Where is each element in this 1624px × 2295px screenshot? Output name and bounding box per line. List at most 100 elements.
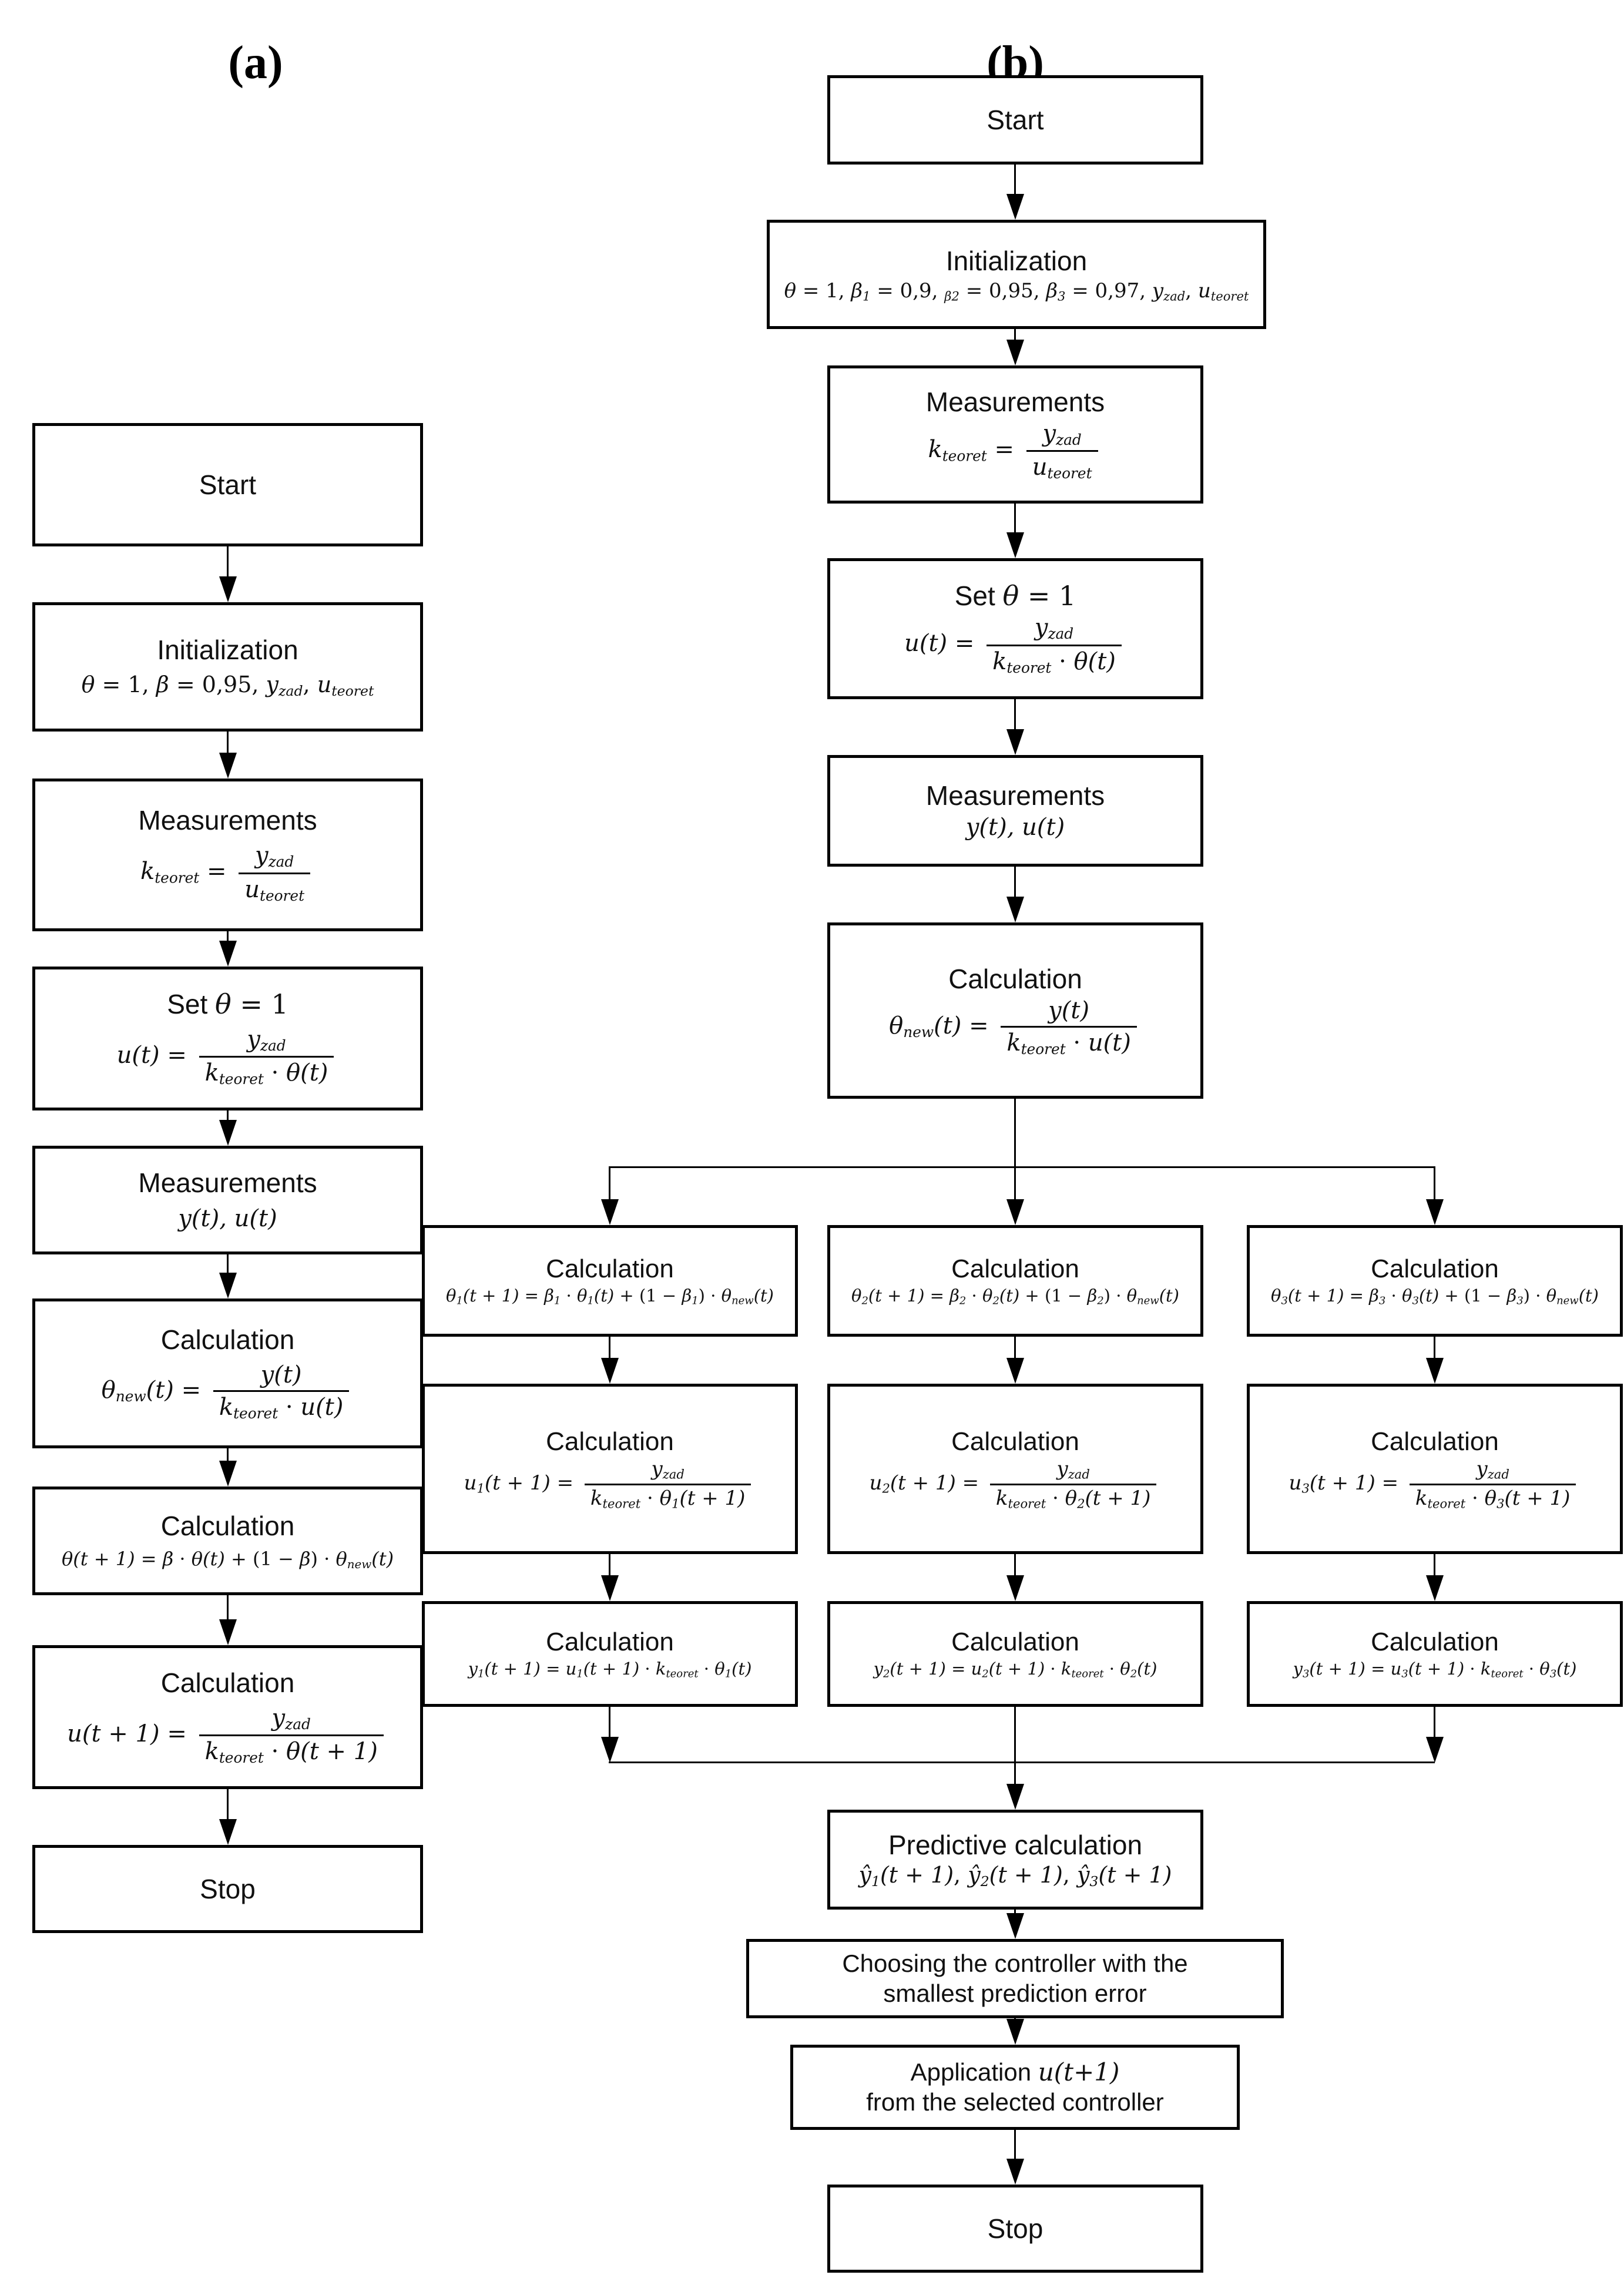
- b-arrow-init-meas1: [1014, 329, 1016, 340]
- b-branch1-calc-y-box: Calculation y1(t + 1) = u1(t + 1) · kteo…: [422, 1601, 798, 1707]
- b-application-line2: from the selected controller: [866, 2088, 1164, 2116]
- b-branch2-arrow-1: [1014, 1337, 1016, 1358]
- b-branch1-calc-theta-title: Calculation: [546, 1254, 674, 1284]
- a-initialization-formula: θ = 1, β = 0,95, yzad, uteoret: [81, 671, 374, 699]
- b-arrow-choosing-application: [1014, 2018, 1016, 2019]
- a-start-text: Start: [199, 469, 257, 500]
- a-measurements2-formula: y(t), u(t): [178, 1204, 277, 1232]
- a-arrow-meas2-calcnew: [227, 1254, 229, 1273]
- b-merge-arrow-left: [609, 1707, 610, 1737]
- b-branch3-calc-y-title: Calculation: [1371, 1628, 1499, 1657]
- a-arrow-meas1-set: [227, 931, 229, 941]
- a-calc-theta-box: Calculation θ(t + 1) = β · θ(t) + (1 − β…: [32, 1487, 423, 1595]
- b-measurements2-title: Measurements: [925, 780, 1105, 811]
- b-measurements1-title: Measurements: [925, 386, 1105, 417]
- b-application-line1: Application u(t+1): [910, 2058, 1120, 2087]
- b-initialization-box: Initialization θ = 1, β1 = 0,9, β2 = 0,9…: [767, 220, 1266, 329]
- b-merge-arrow-right: [1434, 1707, 1435, 1737]
- b-branch1-arrow-1: [609, 1337, 610, 1358]
- b-branch2-calc-y-title: Calculation: [951, 1628, 1079, 1657]
- b-predictive-box: Predictive calculation ŷ1(t + 1), ŷ2(t +…: [827, 1810, 1203, 1910]
- b-branch3-calc-theta-box: Calculation θ3(t + 1) = β3 · θ3(t) + (1 …: [1247, 1225, 1623, 1337]
- a-calc-thetanew-formula: θnew(t) = y(t)kteoret · u(t): [102, 1361, 354, 1422]
- b-branch2-calc-theta-box: Calculation θ2(t + 1) = β2 · θ2(t) + (1 …: [827, 1225, 1203, 1337]
- b-branch3-calc-theta-formula: θ3(t + 1) = β3 · θ3(t) + (1 − β3) · θnew…: [1271, 1285, 1599, 1307]
- b-application-box: Application u(t+1) from the selected con…: [790, 2045, 1240, 2130]
- b-branch2-calc-theta-formula: θ2(t + 1) = β2 · θ2(t) + (1 − β2) · θnew…: [851, 1285, 1179, 1307]
- b-measurements2-box: Measurements y(t), u(t): [827, 755, 1203, 867]
- b-arrow-meas2-calcnew: [1014, 867, 1016, 897]
- b-branch3-arrow-1: [1434, 1337, 1435, 1358]
- b-merge-arrow-center: [1014, 1707, 1016, 1784]
- a-calc-thetanew-title: Calculation: [160, 1324, 295, 1355]
- b-measurements2-formula: y(t), u(t): [965, 814, 1065, 841]
- a-calc-thetanew-box: Calculation θnew(t) = y(t)kteoret · u(t): [32, 1299, 423, 1448]
- b-branch3-calc-theta-title: Calculation: [1371, 1254, 1499, 1284]
- b-predictive-formula: ŷ1(t + 1), ŷ2(t + 1), ŷ3(t + 1): [858, 1861, 1172, 1890]
- b-branch1-calc-y-formula: y1(t + 1) = u1(t + 1) · kteoret · θ1(t): [468, 1658, 752, 1680]
- b-merge-line: [609, 1761, 1435, 1763]
- b-arrow-set-meas2: [1014, 699, 1016, 729]
- b-branch3-arrow-2: [1434, 1554, 1435, 1575]
- b-branch1-calc-theta-box: Calculation θ1(t + 1) = β1 · θ1(t) + (1 …: [422, 1225, 798, 1337]
- a-calc-theta-formula: θ(t + 1) = β · θ(t) + (1 − β) · θnew(t): [61, 1547, 394, 1571]
- b-choosing-box: Choosing the controller with the smalles…: [746, 1939, 1284, 2018]
- b-branch3-calc-u-title: Calculation: [1371, 1427, 1499, 1456]
- b-branch3-calc-y-formula: y3(t + 1) = u3(t + 1) · kteoret · θ3(t): [1293, 1658, 1577, 1680]
- a-calc-u-title: Calculation: [160, 1667, 295, 1698]
- b-arrow-start-init: [1014, 165, 1016, 194]
- a-initialization-box: Initialization θ = 1, β = 0,95, yzad, ut…: [32, 602, 423, 732]
- a-set-theta-title: Set θ = 1: [167, 988, 288, 1020]
- b-branch2-arrow-2: [1014, 1554, 1016, 1575]
- a-arrow-calcu-stop: [227, 1789, 229, 1819]
- a-arrow-start-init: [227, 546, 229, 576]
- b-calc-thetanew-formula: θnew(t) = y(t)kteoret · u(t): [889, 997, 1142, 1058]
- b-branch2-calc-y-box: Calculation y2(t + 1) = u2(t + 1) · kteo…: [827, 1601, 1203, 1707]
- b-stop-box: Stop: [827, 2185, 1203, 2273]
- a-arrow-set-meas2: [227, 1110, 229, 1120]
- b-arrow-meas1-set: [1014, 504, 1016, 532]
- a-arrow-init-meas1: [227, 732, 229, 753]
- b-branch3-calc-y-box: Calculation y3(t + 1) = u3(t + 1) · kteo…: [1247, 1601, 1623, 1707]
- b-calc-thetanew-title: Calculation: [948, 963, 1082, 994]
- b-branch1-calc-theta-formula: θ1(t + 1) = β1 · θ1(t) + (1 − β1) · θnew…: [446, 1285, 774, 1307]
- a-stop-text: Stop: [200, 1873, 256, 1904]
- b-split-line: [609, 1166, 1435, 1168]
- b-initialization-formula: θ = 1, β1 = 0,9, β2 = 0,95, β3 = 0,97, y…: [784, 279, 1249, 303]
- b-split-arrow-left: [609, 1166, 610, 1199]
- b-calc-thetanew-box: Calculation θnew(t) = y(t)kteoret · u(t): [827, 922, 1203, 1099]
- a-stop-box: Stop: [32, 1845, 423, 1933]
- b-start-box: Start: [827, 75, 1203, 165]
- chart-a-label: (a): [228, 37, 283, 89]
- b-branch2-calc-y-formula: y2(t + 1) = u2(t + 1) · kteoret · θ2(t): [873, 1658, 1157, 1680]
- b-branch1-arrow-2: [609, 1554, 610, 1575]
- a-measurements2-box: Measurements y(t), u(t): [32, 1146, 423, 1254]
- b-branch1-calc-u-title: Calculation: [546, 1427, 674, 1456]
- a-calc-theta-title: Calculation: [160, 1510, 295, 1541]
- a-measurements2-title: Measurements: [138, 1167, 317, 1199]
- b-start-text: Start: [987, 104, 1044, 135]
- b-arrow-application-stop: [1014, 2130, 1016, 2159]
- a-arrow-calctheta-calcu: [227, 1595, 229, 1619]
- b-choosing-line2: smallest prediction error: [883, 1979, 1147, 2007]
- b-choosing-line1: Choosing the controller with the: [842, 1950, 1188, 1978]
- b-branch2-calc-theta-title: Calculation: [951, 1254, 1079, 1284]
- b-branch1-calc-y-title: Calculation: [546, 1628, 674, 1657]
- b-split-arrow-center: [1014, 1099, 1016, 1199]
- a-arrow-calcnew-calctheta: [227, 1448, 229, 1461]
- a-start-box: Start: [32, 423, 423, 546]
